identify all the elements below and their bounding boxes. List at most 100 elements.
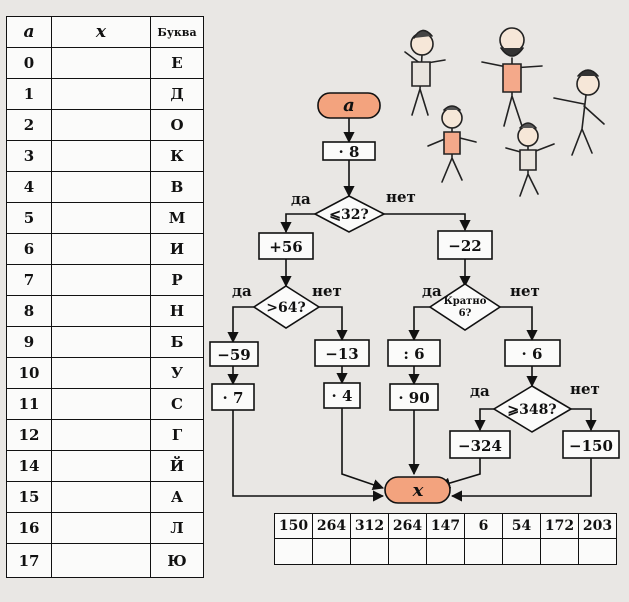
answer-letter-cell[interactable] <box>274 538 313 565</box>
op-mul4-label: · 4 <box>332 387 353 405</box>
op-mul7-label: · 7 <box>223 389 244 407</box>
cell-letter: В <box>150 171 204 203</box>
answer-letter-cell[interactable] <box>502 538 541 565</box>
cond2-yes-label: да <box>232 282 252 300</box>
cond2-no-label: нет <box>312 282 342 300</box>
op-mul6-label: · 6 <box>522 345 543 363</box>
cell-x-blank[interactable] <box>51 357 151 389</box>
cell-x-blank[interactable] <box>51 481 151 513</box>
cell-a: 4 <box>6 171 52 203</box>
cell-x-blank[interactable] <box>51 140 151 172</box>
cell-x-blank[interactable] <box>51 78 151 110</box>
answer-value-cell: 150 <box>274 513 313 539</box>
cell-x-blank[interactable] <box>51 171 151 203</box>
cell-letter: А <box>150 481 204 513</box>
cell-x-blank[interactable] <box>51 264 151 296</box>
start-label: a <box>343 95 355 116</box>
cell-a: 16 <box>6 512 52 544</box>
cell-letter: Ю <box>150 543 204 578</box>
cell-a: 14 <box>6 450 52 482</box>
op-div6-box <box>387 339 441 367</box>
cell-letter: С <box>150 388 204 420</box>
answer-letter-cell[interactable] <box>388 538 427 565</box>
cell-x-blank[interactable] <box>51 543 151 578</box>
op-mul90-label: · 90 <box>398 389 429 407</box>
cond1-diamond <box>313 195 386 233</box>
op-mul6-box <box>504 339 561 367</box>
cell-letter: Д <box>150 78 204 110</box>
cell-x-blank[interactable] <box>51 419 151 451</box>
dancing-people-illustration <box>404 27 605 197</box>
answer-value-cell: 6 <box>464 513 503 539</box>
answer-letters-row <box>274 538 617 565</box>
cell-letter: Б <box>150 326 204 358</box>
header-letter: Буква <box>150 16 204 48</box>
cell-x-blank[interactable] <box>51 388 151 420</box>
answer-letter-cell[interactable] <box>578 538 617 565</box>
cell-letter: О <box>150 109 204 141</box>
cell-letter: К <box>150 140 204 172</box>
cond4-yes-label: да <box>470 382 490 400</box>
cell-a: 5 <box>6 202 52 234</box>
cell-a: 10 <box>6 357 52 389</box>
cell-letter: Н <box>150 295 204 327</box>
answer-value-cell: 54 <box>502 513 541 539</box>
answer-letter-cell[interactable] <box>312 538 351 565</box>
start-terminal <box>317 92 381 119</box>
op-mul8-label: · 8 <box>339 143 360 161</box>
op-sub59-label: −59 <box>217 346 250 364</box>
end-terminal <box>384 476 451 504</box>
op-sub22-box <box>437 230 493 260</box>
cell-x-blank[interactable] <box>51 47 151 79</box>
op-sub150-label: −150 <box>569 437 613 455</box>
answer-value-cell: 147 <box>426 513 465 539</box>
answer-value-cell: 264 <box>312 513 351 539</box>
answer-value-cell: 264 <box>388 513 427 539</box>
table-row: 10 У <box>6 357 204 389</box>
cond4-diamond <box>492 385 573 433</box>
cell-x-blank[interactable] <box>51 450 151 482</box>
cond2-label: >64? <box>266 300 305 316</box>
cond3-label-line1: Кратно <box>444 296 487 307</box>
answer-letter-cell[interactable] <box>426 538 465 565</box>
cell-a: 8 <box>6 295 52 327</box>
cond1-label: ⩽32? <box>329 207 368 223</box>
cond4-label: ⩾348? <box>507 402 556 418</box>
cell-letter: Е <box>150 47 204 79</box>
cond3-yes-label: да <box>422 282 442 300</box>
op-mul4-box <box>323 382 361 409</box>
cond3-no-label: нет <box>510 282 540 300</box>
op-div6-label: : 6 <box>403 345 424 363</box>
op-mul8-box <box>322 141 376 161</box>
op-sub22-label: −22 <box>448 237 481 255</box>
cell-x-blank[interactable] <box>51 326 151 358</box>
cell-letter: У <box>150 357 204 389</box>
answer-letter-cell[interactable] <box>350 538 389 565</box>
table-row: 17 Ю <box>6 543 204 578</box>
cond4-no-label: нет <box>570 380 600 398</box>
op-mul90-box <box>389 383 439 411</box>
cell-letter: М <box>150 202 204 234</box>
answer-letter-cell[interactable] <box>540 538 579 565</box>
op-sub59-box <box>209 341 259 367</box>
answer-value-cell: 203 <box>578 513 617 539</box>
cell-x-blank[interactable] <box>51 109 151 141</box>
cell-a: 3 <box>6 140 52 172</box>
answer-letter-cell[interactable] <box>464 538 503 565</box>
op-sub150-box <box>562 430 620 459</box>
op-sub13-label: −13 <box>325 345 358 363</box>
answer-value-cell: 312 <box>350 513 389 539</box>
cell-a: 17 <box>6 543 52 578</box>
